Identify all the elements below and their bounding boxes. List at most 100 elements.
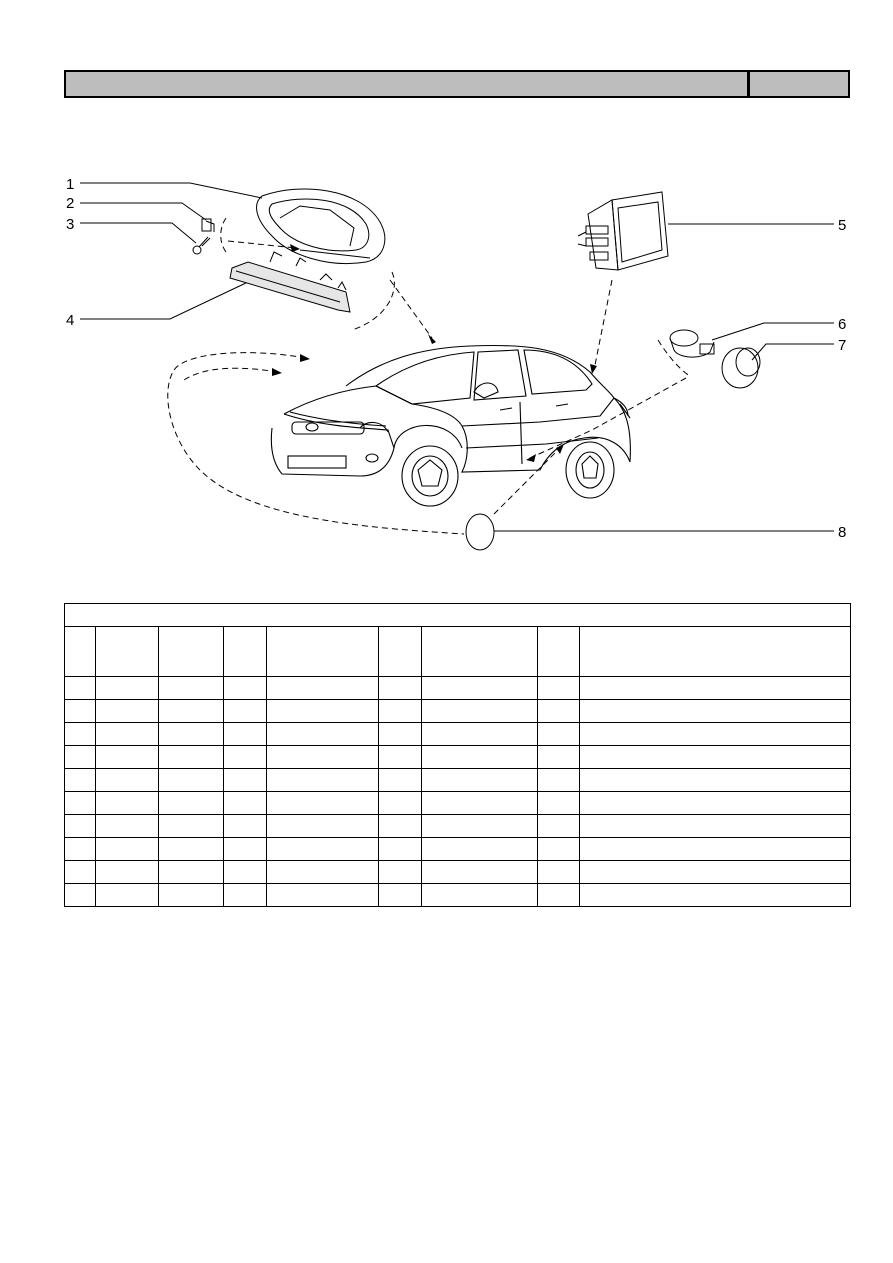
table-cell xyxy=(421,676,538,700)
table-row xyxy=(64,883,852,907)
callout-7: 7 xyxy=(751,337,846,361)
table-cell xyxy=(378,722,422,746)
table-cell xyxy=(223,791,267,815)
part-8-plug xyxy=(465,513,495,551)
callout-8: 8 xyxy=(494,524,846,541)
parts-table xyxy=(63,603,852,907)
table-cell xyxy=(578,837,852,861)
table-cell xyxy=(158,699,224,723)
callout-3: 3 xyxy=(66,216,197,244)
part-2-clip xyxy=(201,218,215,232)
table-cell xyxy=(223,883,267,907)
callout-2: 2 xyxy=(66,195,207,221)
table-cell xyxy=(158,676,224,700)
column-header-3 xyxy=(158,626,224,677)
table-cell xyxy=(158,768,224,792)
table-cell xyxy=(378,676,422,700)
table-cell xyxy=(378,791,422,815)
part-7-cap xyxy=(721,347,761,389)
table-cell xyxy=(266,814,379,838)
callout-label-1: 1 xyxy=(66,176,74,193)
callout-5: 5 xyxy=(668,217,846,234)
table-cell xyxy=(421,883,538,907)
table-row xyxy=(64,791,852,815)
parts-diagram: 1 2 3 4 5 6 7 8 xyxy=(66,176,846,551)
table-body xyxy=(64,676,852,907)
table-cell xyxy=(95,883,159,907)
table-title xyxy=(63,603,852,627)
table-cell xyxy=(64,883,96,907)
table-cell xyxy=(64,768,96,792)
part-1-lamp-housing xyxy=(256,188,386,265)
table-cell xyxy=(158,745,224,769)
table-cell xyxy=(421,791,538,815)
table-cell xyxy=(537,676,580,700)
table-cell xyxy=(537,699,580,723)
table-row xyxy=(64,722,852,746)
table-cell xyxy=(578,860,852,884)
table-cell xyxy=(266,722,379,746)
table-cell xyxy=(537,722,580,746)
table-cell xyxy=(64,791,96,815)
table-title-row xyxy=(63,603,852,627)
table-cell xyxy=(421,814,538,838)
table-cell xyxy=(578,676,852,700)
table-cell xyxy=(223,814,267,838)
table-cell xyxy=(537,814,580,838)
table-cell xyxy=(95,745,159,769)
table-row xyxy=(64,676,852,700)
callout-6: 6 xyxy=(711,316,846,341)
table-cell xyxy=(421,860,538,884)
table-cell xyxy=(578,699,852,723)
table-cell xyxy=(223,676,267,700)
callout-label-2: 2 xyxy=(66,195,74,212)
part-3-screw xyxy=(192,236,211,255)
table-cell xyxy=(64,676,96,700)
table-cell xyxy=(223,860,267,884)
leader-line-3 xyxy=(80,222,197,244)
table-cell xyxy=(158,791,224,815)
table-cell xyxy=(158,814,224,838)
table-cell xyxy=(266,768,379,792)
table-cell xyxy=(378,883,422,907)
table-cell xyxy=(378,768,422,792)
table-row xyxy=(64,837,852,861)
table-cell xyxy=(421,745,538,769)
table-cell xyxy=(223,745,267,769)
table-cell xyxy=(578,768,852,792)
table-header-row xyxy=(64,626,852,677)
column-header-7 xyxy=(421,626,538,677)
callout-label-7: 7 xyxy=(838,337,846,354)
table-cell xyxy=(421,722,538,746)
table-cell xyxy=(95,699,159,723)
table-cell xyxy=(223,768,267,792)
table-cell xyxy=(266,791,379,815)
table-cell xyxy=(95,860,159,884)
table-cell xyxy=(95,791,159,815)
table-cell xyxy=(158,837,224,861)
car-illustration xyxy=(270,344,631,507)
table-cell xyxy=(95,722,159,746)
table-cell xyxy=(266,699,379,723)
table-cell xyxy=(537,883,580,907)
table-cell xyxy=(537,791,580,815)
callout-label-6: 6 xyxy=(838,316,846,333)
callout-label-8: 8 xyxy=(838,524,846,541)
table-row xyxy=(64,699,852,723)
table-cell xyxy=(64,699,96,723)
table-cell xyxy=(266,676,379,700)
table-row xyxy=(64,814,852,838)
column-header-8 xyxy=(537,626,580,677)
column-header-1 xyxy=(64,626,96,677)
table-cell xyxy=(64,722,96,746)
column-header-5 xyxy=(266,626,379,677)
table-cell xyxy=(266,745,379,769)
table-cell xyxy=(378,745,422,769)
table-cell xyxy=(578,883,852,907)
parts-table-wrapper xyxy=(63,603,852,907)
table-cell xyxy=(95,676,159,700)
table-cell xyxy=(578,722,852,746)
table-cell xyxy=(578,791,852,815)
table-cell xyxy=(421,837,538,861)
table-cell xyxy=(378,837,422,861)
